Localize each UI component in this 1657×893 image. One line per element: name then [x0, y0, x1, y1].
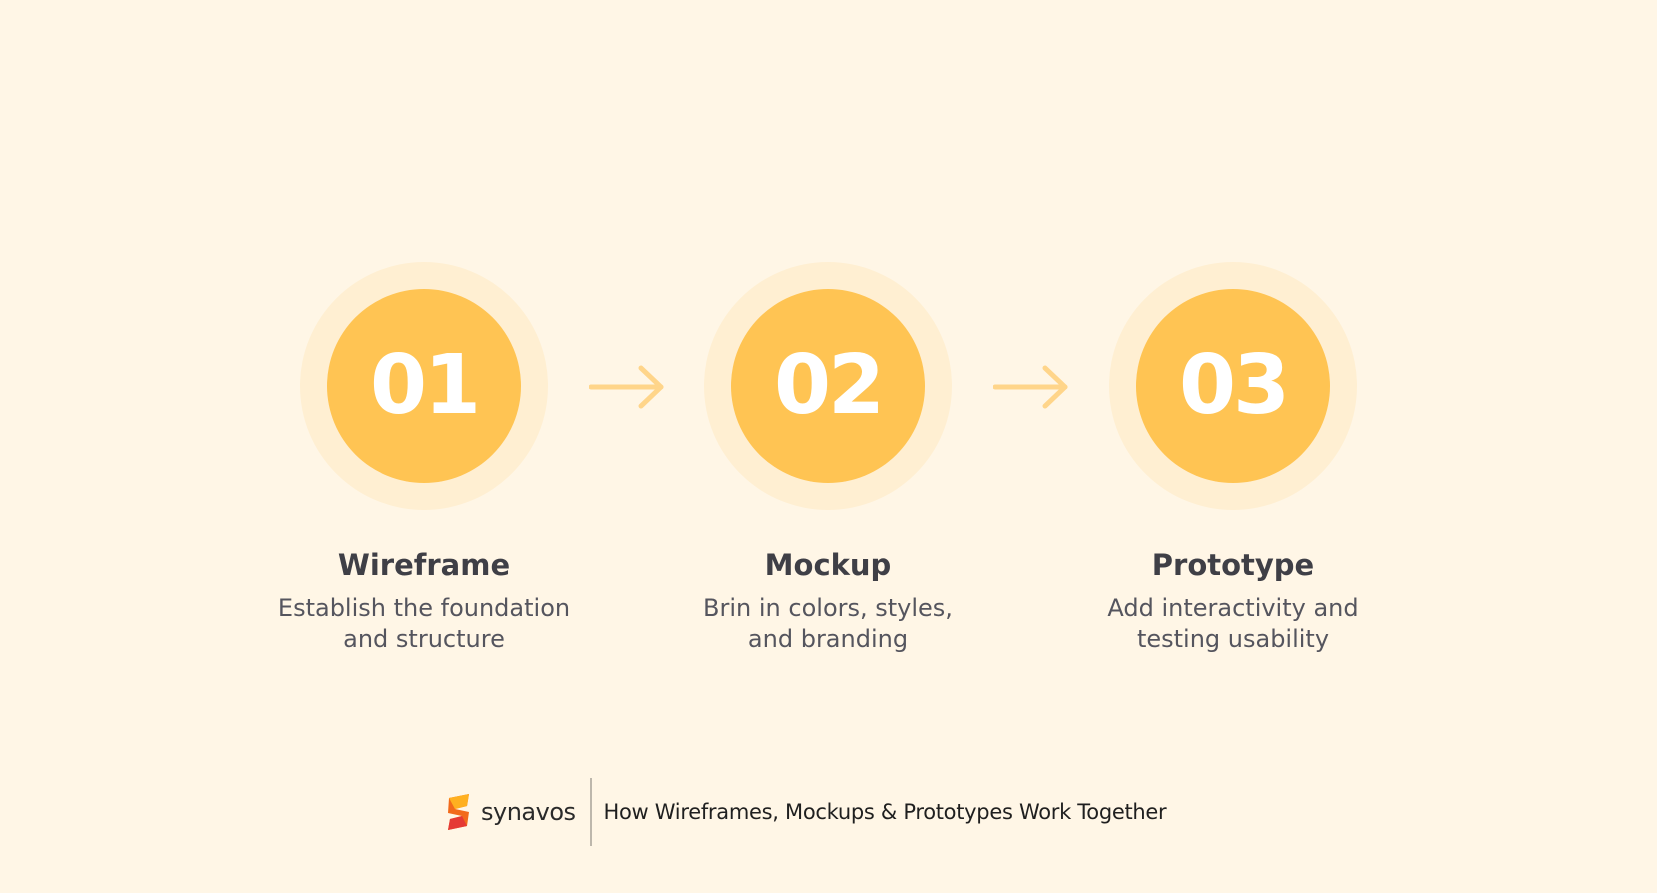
step-description-line: Brin in colors, styles,: [703, 593, 953, 622]
step-description: Establish the foundation and structure: [224, 593, 624, 655]
step-number: 01: [369, 338, 481, 433]
footer-divider: [589, 778, 592, 846]
step-number-circle: 03: [1136, 289, 1330, 483]
step-description: Brin in colors, styles, and branding: [628, 593, 1028, 655]
step-halo: 02: [704, 262, 952, 510]
brand-name: synavos: [481, 798, 576, 826]
step-description-line: Establish the foundation: [277, 593, 571, 622]
step-halo: 03: [1109, 262, 1357, 510]
step-number-circle: 02: [731, 289, 925, 483]
step-description-line: and structure: [343, 624, 505, 653]
step-title: Prototype: [1151, 548, 1315, 582]
step-description-line: testing usability: [1136, 624, 1330, 653]
step-description-line: and branding: [747, 624, 909, 653]
synavos-logo-icon: [448, 794, 469, 830]
step-wireframe: 01 Wireframe Establish the foundation an…: [224, 262, 624, 655]
step-title: Mockup: [764, 548, 892, 582]
step-description: Add interactivity and testing usability: [1033, 593, 1433, 655]
footer-title: How Wireframes, Mockups & Prototypes Wor…: [603, 800, 1167, 824]
step-number: 02: [773, 338, 885, 433]
step-prototype: 03 Prototype Add interactivity and testi…: [1033, 262, 1433, 655]
arrow-right-icon: [589, 365, 664, 409]
step-mockup: 02 Mockup Brin in colors, styles, and br…: [628, 262, 1028, 655]
arrow-right-icon: [993, 365, 1068, 409]
step-title: Wireframe: [337, 548, 511, 582]
step-number: 03: [1178, 338, 1290, 433]
footer: synavos How Wireframes, Mockups & Protot…: [445, 778, 1167, 846]
step-number-circle: 01: [327, 289, 521, 483]
step-halo: 01: [300, 262, 548, 510]
step-description-line: Add interactivity and: [1107, 593, 1359, 622]
